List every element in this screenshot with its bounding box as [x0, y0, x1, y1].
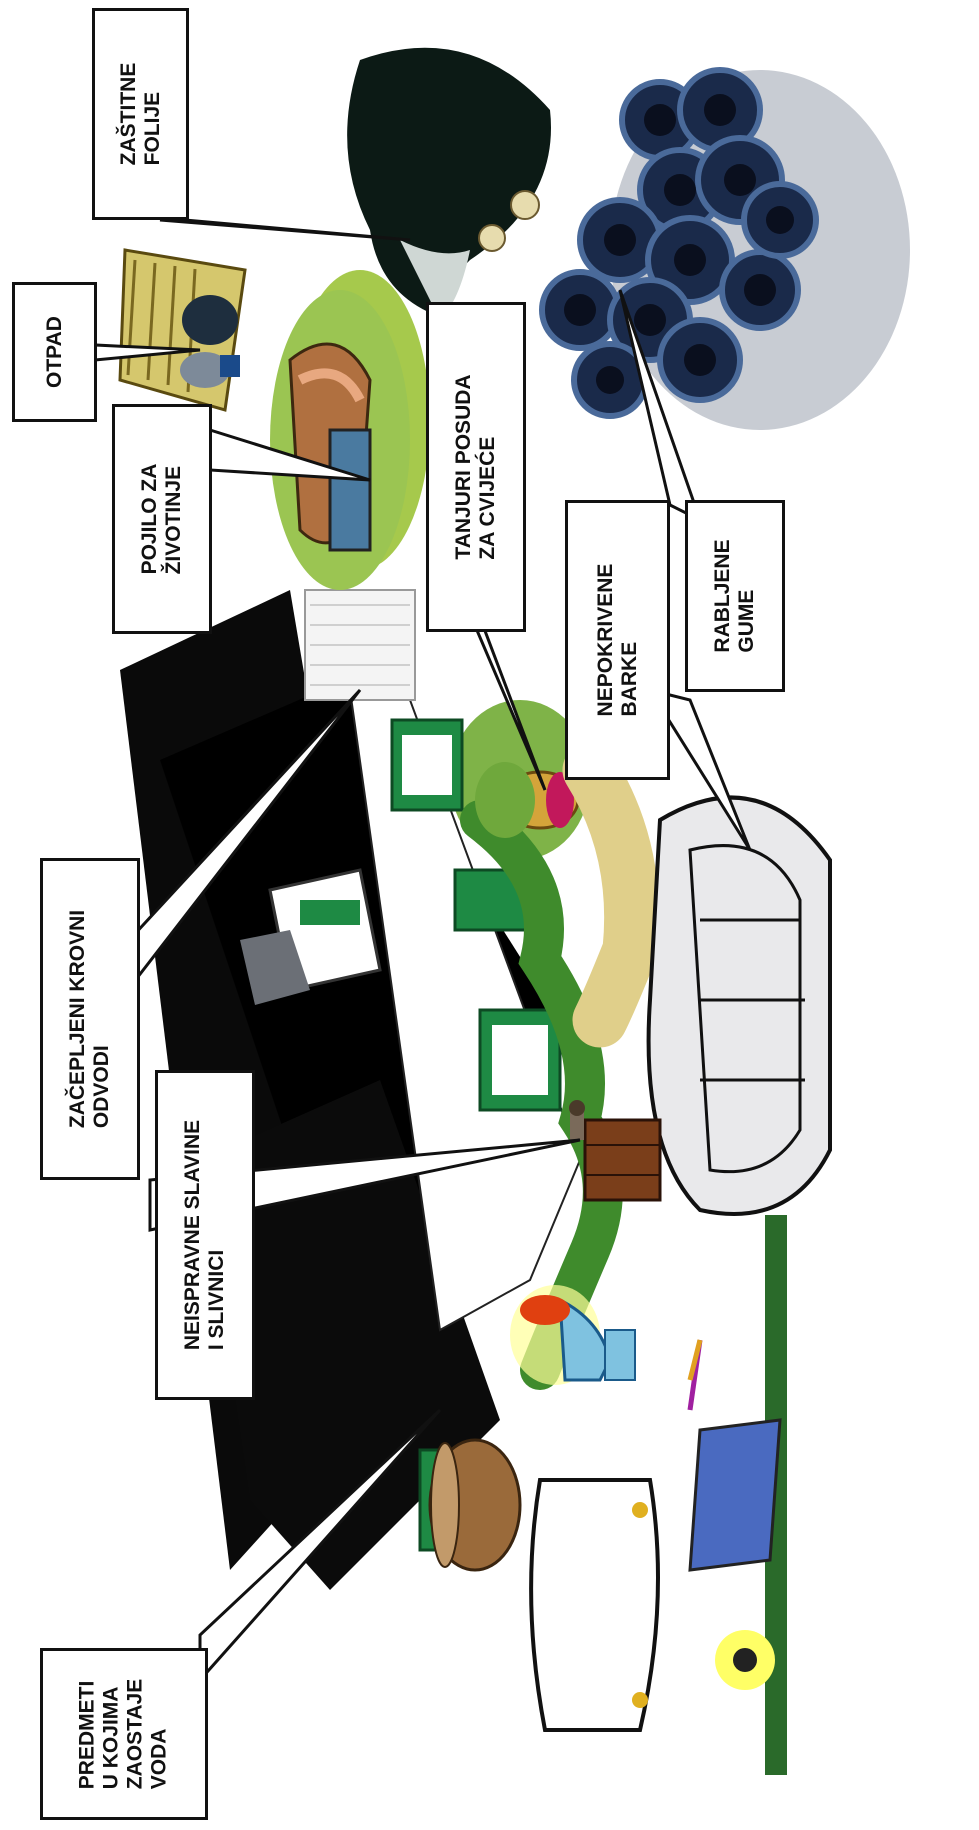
label-slavine-text: NEISPRAVNE SLAVINE I SLIVNICI — [180, 1119, 228, 1351]
tires-icon — [539, 67, 910, 430]
label-gume-text: RABLJENE GUME — [710, 539, 758, 653]
label-slavine: NEISPRAVNE SLAVINE I SLIVNICI — [155, 1070, 255, 1400]
trash-icon — [118, 248, 247, 412]
birdbath-icon — [510, 1285, 636, 1385]
label-gume: RABLJENE GUME — [685, 500, 785, 692]
label-otpad: OTPAD — [12, 282, 97, 422]
label-tanjuri-text: TANJURI POSUDA ZA CVIJEĆE — [451, 374, 499, 560]
faucet-icon — [569, 1100, 585, 1140]
label-pojilo: POJILO ZA ŽIVOTINJE — [112, 404, 212, 634]
house-icon — [120, 589, 582, 1590]
label-tanjuri: TANJURI POSUDA ZA CVIJEĆE — [426, 302, 526, 632]
plastic-sheet-icon — [347, 47, 551, 320]
label-otpad-text: OTPAD — [42, 316, 66, 388]
label-predmeti: PREDMETI U KOJIMA ZAOSTAJE VODA — [40, 1648, 208, 1820]
dormer-window — [300, 900, 360, 925]
dormer-side — [240, 930, 310, 1005]
barrel-icon — [428, 1438, 522, 1572]
bathtub-icon — [529, 1478, 660, 1732]
label-barke-text: NEPOKRIVENE BARKE — [593, 563, 641, 717]
label-krovni-text: ZAČEPLJENI KROVNI ODVODI — [65, 909, 113, 1129]
label-zastitne-folije-text: ZAŠTITNE FOLIJE — [116, 62, 164, 166]
window-2-pane — [492, 1025, 548, 1095]
label-barke: NEPOKRIVENE BARKE — [565, 500, 670, 780]
label-predmeti-text: PREDMETI U KOJIMA ZAOSTAJE VODA — [75, 1678, 172, 1790]
boat-icon — [646, 795, 832, 1216]
label-pojilo-text: POJILO ZA ŽIVOTINJE — [137, 463, 185, 575]
animal-trough-icon — [270, 290, 410, 590]
bucket-icon — [583, 1118, 662, 1202]
window-1-pane — [402, 735, 452, 795]
label-krovni: ZAČEPLJENI KROVNI ODVODI — [40, 858, 140, 1180]
label-zastitne-folije: ZAŠTITNE FOLIJE — [92, 8, 189, 220]
callout-pointers — [93, 218, 752, 1684]
wheelbarrow-icon — [687, 1215, 787, 1775]
flower-pot-icon — [475, 762, 580, 838]
stone-path — [562, 742, 660, 1048]
